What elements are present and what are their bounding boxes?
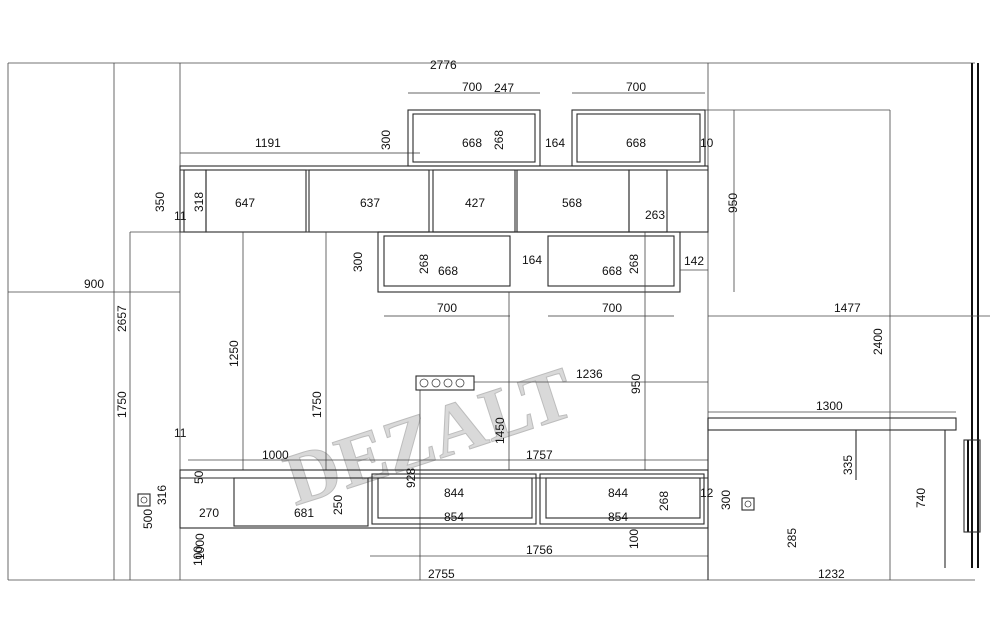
- dim-label: 2657: [115, 305, 129, 332]
- dim-label: 854: [608, 510, 628, 524]
- dim-label: 700: [462, 80, 482, 94]
- dim-label: 100: [191, 546, 205, 566]
- dim-label: 950: [629, 374, 643, 394]
- dim-label: 1750: [115, 391, 129, 418]
- side-desk: [707, 411, 981, 580]
- dim-label: 1477: [834, 301, 861, 315]
- dim-label: 318: [192, 192, 206, 212]
- dim-label: 335: [841, 455, 855, 475]
- reference-lines: [8, 109, 990, 580]
- dim-label: 316: [155, 485, 169, 505]
- dim-label: 164: [545, 136, 565, 150]
- dim-label: 247: [494, 81, 514, 95]
- dim-label: 1191: [255, 136, 281, 150]
- dim-label: 1757: [526, 448, 553, 462]
- dim-label: 1000: [193, 533, 207, 560]
- dimension-labels: 2776 247 700 700 300 668 268 164 668 10 …: [84, 58, 928, 581]
- dim-label: 700: [437, 301, 457, 315]
- door-hinge-icon: [963, 439, 981, 533]
- dim-label: 700: [602, 301, 622, 315]
- top-wall-cabinets: [407, 92, 706, 167]
- dim-label: 142: [684, 254, 704, 268]
- dim-label: 1756: [526, 543, 553, 557]
- dim-label: 268: [417, 254, 431, 274]
- dim-label: 263: [645, 208, 665, 222]
- dim-label: 844: [608, 486, 628, 500]
- dim-label: 300: [719, 490, 733, 510]
- watermark-text: DEZALT: [275, 352, 583, 522]
- dim-label: 500: [141, 509, 155, 529]
- dim-label: 928: [404, 468, 418, 488]
- power-socket-icon-right: [741, 497, 755, 511]
- dim-label: 50: [192, 470, 206, 484]
- dim-label: 900: [84, 277, 104, 291]
- power-socket-icon-left: [137, 493, 151, 507]
- dim-label: 350: [153, 192, 167, 212]
- dim-label: 844: [444, 486, 464, 500]
- dim-label: 681: [294, 506, 314, 520]
- dim-label: 854: [444, 510, 464, 524]
- dim-label: 1300: [816, 399, 843, 413]
- dim-label: 740: [914, 488, 928, 508]
- dim-label: 300: [351, 252, 365, 272]
- dim-label: 1236: [576, 367, 603, 381]
- dim-label: 568: [562, 196, 582, 210]
- dim-label: 11: [174, 426, 187, 440]
- dim-label: 2755: [428, 567, 455, 581]
- dim-label: 268: [657, 491, 671, 511]
- dim-label: 250: [331, 495, 345, 515]
- dim-label: 668: [602, 264, 622, 278]
- dim-label: 300: [379, 130, 393, 150]
- upper-shelf-cabinets: [179, 152, 709, 233]
- dim-label: 647: [235, 196, 255, 210]
- dim-label: 668: [626, 136, 646, 150]
- dim-label: 2400: [871, 328, 885, 355]
- middle-wall-cabinets: [377, 231, 681, 317]
- dim-label: 270: [199, 506, 219, 520]
- dim-label: 268: [492, 130, 506, 150]
- dim-label: 100: [627, 529, 641, 549]
- dim-label: 700: [626, 80, 646, 94]
- dim-label: 1250: [227, 340, 241, 367]
- dim-label: 12: [700, 486, 714, 500]
- dim-label: 1750: [310, 391, 324, 418]
- dim-label: 164: [522, 253, 542, 267]
- dim-label: 10: [700, 136, 714, 150]
- power-socket-strip-icon: [415, 375, 475, 391]
- dim-label: 950: [726, 193, 740, 213]
- dim-label: 11: [174, 209, 187, 223]
- dim-label: 285: [785, 528, 799, 548]
- dim-label: 668: [438, 264, 458, 278]
- dim-label: 668: [462, 136, 482, 150]
- dim-label: 1000: [262, 448, 289, 462]
- outer-frame: [7, 62, 979, 581]
- dim-label: 1450: [493, 417, 507, 444]
- dim-total-width: 2776: [430, 58, 457, 72]
- dim-label: 637: [360, 196, 380, 210]
- dim-label: 427: [465, 196, 485, 210]
- dim-label: 268: [627, 254, 641, 274]
- dim-label: 1232: [818, 567, 845, 581]
